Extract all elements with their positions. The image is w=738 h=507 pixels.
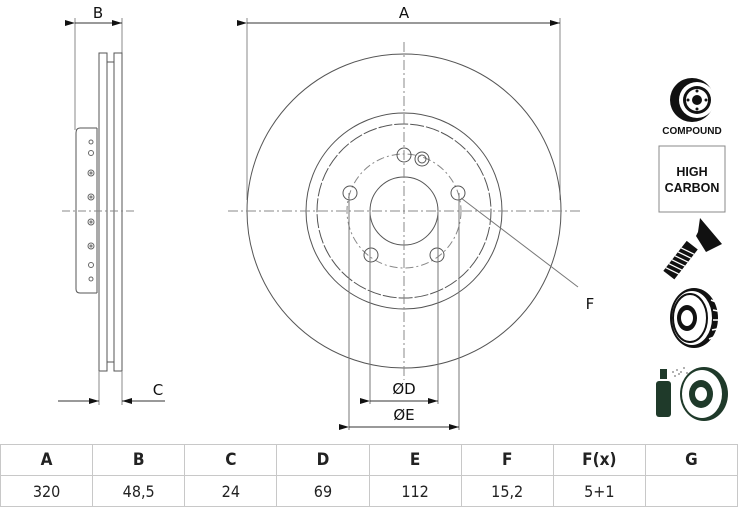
value-g <box>644 475 738 507</box>
header-d: D <box>276 444 370 476</box>
label-diameter-d: ØD <box>392 380 415 398</box>
value-e: 112 <box>368 475 462 507</box>
header-a: A <box>0 444 94 476</box>
value-a: 320 <box>0 475 94 507</box>
label-a: A <box>399 4 410 22</box>
label-diameter-e: ØE <box>393 406 414 424</box>
header-f: F <box>460 444 554 476</box>
svg-text:CARBON: CARBON <box>665 181 720 195</box>
side-view <box>58 18 165 405</box>
compound-disc-icon <box>670 78 715 122</box>
coating-spray-disc-icon <box>656 367 728 421</box>
front-view <box>228 18 582 430</box>
label-c: C <box>153 381 163 399</box>
header-e: E <box>368 444 462 476</box>
value-f: 15,2 <box>460 475 554 507</box>
value-d: 69 <box>276 475 370 507</box>
compound-caption: COMPOUND <box>662 126 721 137</box>
spec-table: A B C D E F F(x) G 320 48,5 24 69 112 15… <box>0 444 738 507</box>
spec-header-row: A B C D E F F(x) G <box>0 444 738 476</box>
header-fx: F(x) <box>552 444 646 476</box>
header-b: B <box>92 444 186 476</box>
value-b: 48,5 <box>92 475 186 507</box>
high-carbon-badge: HIGH CARBON <box>658 145 726 213</box>
value-fx: 5+1 <box>552 475 646 507</box>
header-c: C <box>184 444 278 476</box>
vent-holes <box>87 139 95 282</box>
header-g: G <box>644 444 738 476</box>
screw-icon <box>663 218 722 280</box>
spec-value-row: 320 48,5 24 69 112 15,2 5+1 <box>0 475 738 507</box>
vented-disc-icon <box>670 288 719 348</box>
label-b: B <box>93 4 103 22</box>
label-f: F <box>586 295 595 313</box>
value-c: 24 <box>184 475 278 507</box>
brake-disc-technical-drawing: B C A ØD ØE <box>58 4 728 430</box>
svg-text:HIGH: HIGH <box>676 165 707 179</box>
